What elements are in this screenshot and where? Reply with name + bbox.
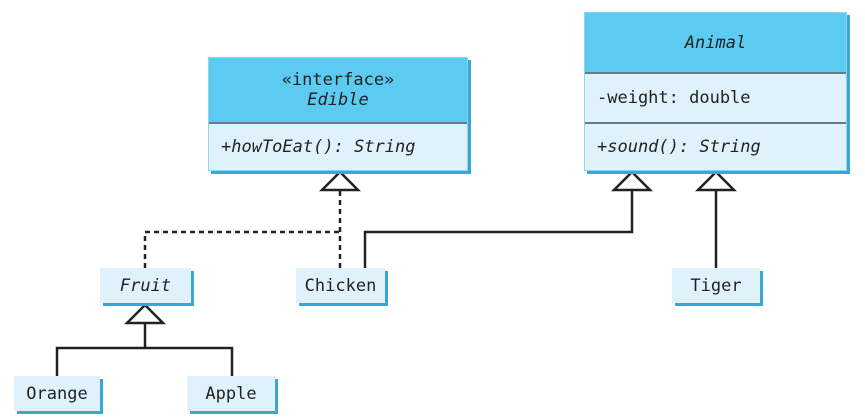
animal-triangle-chicken — [610, 170, 654, 192]
edible-stereotype: «interface» — [281, 70, 395, 90]
animal-triangle-tiger — [694, 170, 738, 192]
edible-name: Edible — [307, 90, 369, 110]
fruit-class-box: Fruit — [100, 268, 191, 303]
animal-name: Animal — [585, 13, 846, 72]
animal-fields: -weight: double — [585, 72, 846, 122]
edible-methods: +howToEat(): String — [209, 122, 467, 170]
orange-apple-extend-fruit — [55, 346, 234, 376]
chicken-class-box: Chicken — [296, 268, 385, 303]
chicken-extends-animal — [363, 190, 634, 268]
animal-methods: +sound(): String — [585, 122, 846, 170]
fruit-triangle — [123, 303, 167, 325]
tiger-class-box: Tiger — [672, 268, 760, 303]
edible-interface-box: «interface» Edible +howToEat(): String — [208, 57, 468, 171]
fruit-implements-edible — [143, 230, 340, 268]
animal-class-box: Animal -weight: double +sound(): String — [584, 12, 847, 171]
edible-triangle — [318, 170, 362, 192]
apple-class-box: Apple — [187, 376, 275, 411]
orange-class-box: Orange — [14, 376, 100, 411]
